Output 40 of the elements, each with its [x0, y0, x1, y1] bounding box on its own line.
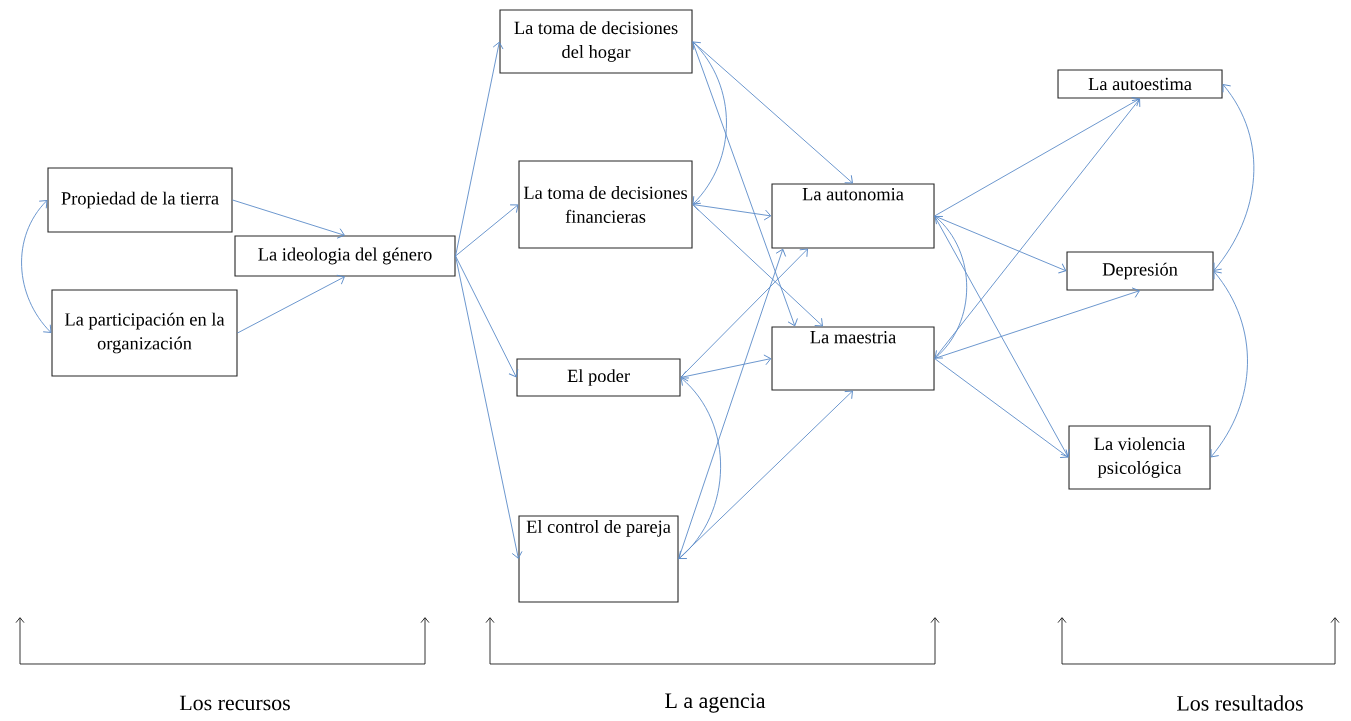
arrow — [692, 41, 853, 184]
arrow — [934, 358, 1069, 458]
text-box: La autonomia — [771, 183, 935, 249]
section-label: Los recursos — [179, 695, 290, 711]
text-box: La ideologia del género — [234, 235, 456, 277]
arrow — [680, 354, 772, 382]
section-label: L a agencia — [665, 693, 766, 713]
text-box: La participación en la organización — [51, 289, 238, 377]
arrow — [455, 255, 523, 559]
arrow — [678, 390, 853, 560]
text-box: La violencia psicológica — [1068, 425, 1211, 490]
arrow — [934, 215, 1071, 458]
text-box: La toma de decisiones del hogar — [499, 9, 693, 74]
text-box: La toma de decisiones financieras — [518, 160, 693, 249]
arrow — [455, 41, 504, 257]
arrow — [692, 41, 798, 327]
arrow — [692, 204, 823, 327]
arrow — [934, 215, 1067, 274]
curved-arrow — [1213, 84, 1255, 271]
text-box: Depresión — [1066, 251, 1214, 291]
curved-arrow — [1210, 271, 1248, 458]
arrow — [237, 274, 345, 334]
text-box: El control de pareja — [518, 515, 679, 603]
text-box: El poder — [516, 358, 681, 397]
arrow — [692, 200, 772, 221]
arrow — [678, 248, 787, 560]
arrow — [455, 255, 519, 378]
arrow — [934, 98, 1141, 359]
arrow — [232, 199, 345, 239]
curved-arrow — [21, 200, 52, 333]
curved-arrow — [692, 41, 727, 205]
section-label: Los resultados — [1177, 695, 1303, 711]
text-box: La maestria — [771, 326, 935, 391]
text-box: La autoestima — [1057, 69, 1223, 99]
arrow — [455, 204, 519, 257]
curved-arrow — [678, 377, 722, 559]
arrow — [934, 97, 1140, 217]
curved-arrow — [934, 216, 968, 359]
text-box: Propiedad de la tierra — [47, 167, 233, 233]
arrow — [934, 287, 1140, 359]
